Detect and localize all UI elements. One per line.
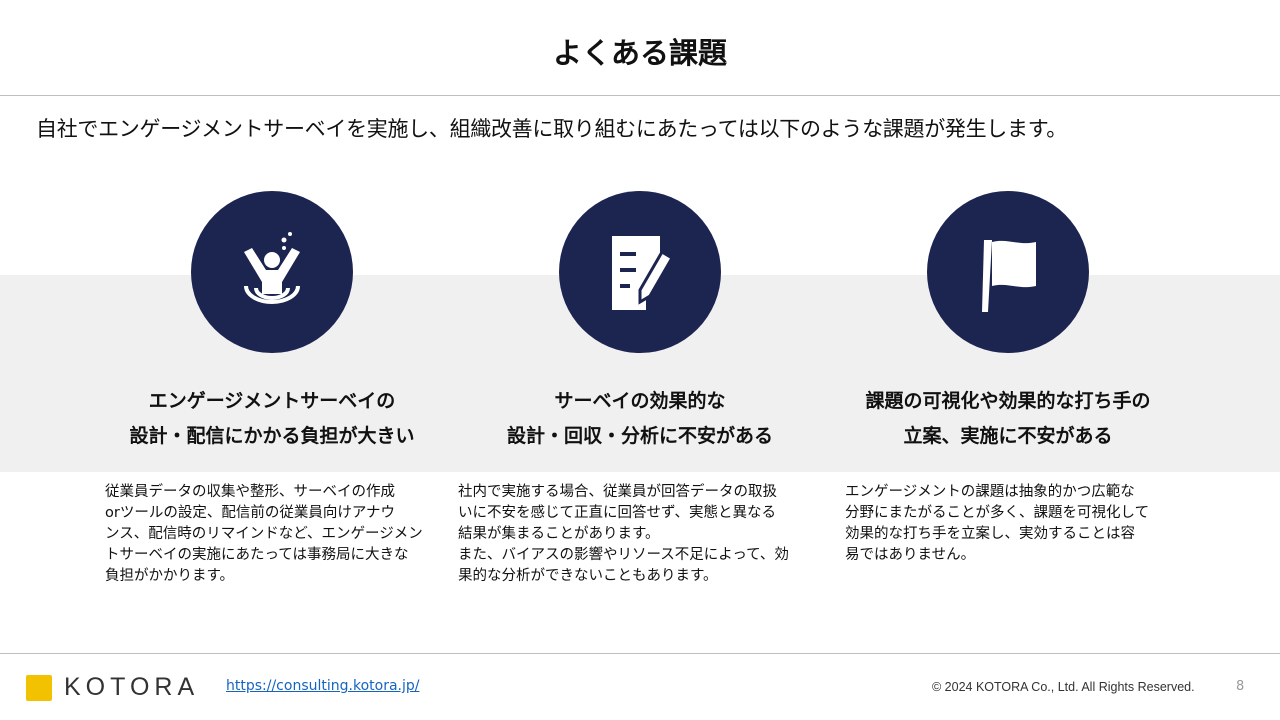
page-title: よくある課題 xyxy=(552,36,727,70)
logo-mark-icon xyxy=(26,674,52,701)
document-pencil-icon xyxy=(559,191,721,353)
lead-text: 自社でエンゲージメントサーベイを実施し、組織改善に取り組むにあたっては以下のよう… xyxy=(36,117,1068,141)
card-heading: 課題の可視化や効果的な打ち手の立案、実施に不安がある xyxy=(865,390,1151,447)
kotora-logo: KOTORA xyxy=(26,673,199,702)
website-link[interactable]: https://consulting.kotora.jp/ xyxy=(226,678,420,694)
copyright: © 2024 KOTORA Co., Ltd. All Rights Reser… xyxy=(932,680,1195,694)
drowning-person-icon xyxy=(191,191,353,353)
card-body: 社内で実施する場合、従業員が回答データの取扱いに不安を感じて正直に回答せず、実態… xyxy=(458,484,789,584)
page-number: 8 xyxy=(1236,679,1245,694)
footer-divider xyxy=(0,653,1280,654)
card-heading: エンゲージメントサーベイの設計・配信にかかる負担が大きい xyxy=(129,390,415,447)
card-heading: サーベイの効果的な設計・回収・分析に不安がある xyxy=(506,390,773,447)
logo-text: KOTORA xyxy=(64,673,200,701)
divider xyxy=(0,95,1280,96)
flag-icon xyxy=(927,191,1089,353)
card-body: エンゲージメントの課題は抽象的かつ広範な分野にまたがることが多く、課題を可視化し… xyxy=(845,484,1150,563)
